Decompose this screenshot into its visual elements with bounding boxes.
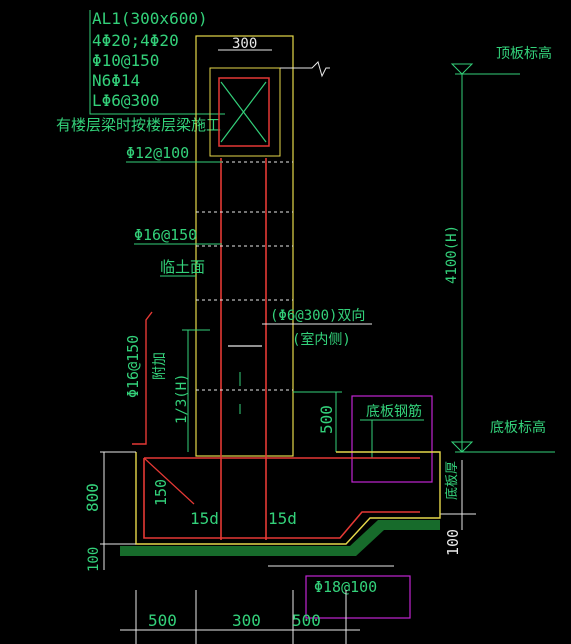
beam-label-line1: AL1(300x600) xyxy=(92,9,208,28)
footing: 150 15d 15d 800 100 xyxy=(83,451,441,572)
bottom-dimensions: 500 300 500 xyxy=(120,590,360,644)
bottom-bar-label: Φ18@100 xyxy=(268,565,411,619)
beam-cross-b xyxy=(220,81,267,143)
footing-bottom-bar xyxy=(143,458,420,539)
tie-label: (Φ6@300)双向 (室内侧) xyxy=(262,308,372,348)
side-bar-text: Φ16@150 xyxy=(124,335,142,398)
bottom-dim-2: 300 xyxy=(232,611,261,630)
beam-label-leader xyxy=(89,10,225,115)
right-labels: 500 底板钢筋 底板厚 100 xyxy=(293,391,476,556)
lean-concrete xyxy=(120,520,440,556)
footing-diag-bar xyxy=(143,457,195,505)
beam-label-line2: 4Φ20;4Φ20 xyxy=(92,31,179,50)
beam-label-block: AL1(300x600) 4Φ20;4Φ20 Φ10@150 N6Φ14 LΦ6… xyxy=(56,9,225,134)
top-elev-marker xyxy=(450,63,474,75)
dim-500-right-text: 500 xyxy=(317,405,336,434)
beam-note: 有楼层梁时按楼层梁施工 xyxy=(56,116,221,134)
tie-note-text: (室内侧) xyxy=(292,331,351,348)
slab-bar-text: 底板钢筋 xyxy=(366,403,422,420)
dim-800-text: 800 xyxy=(83,483,102,512)
height-dimension: 顶板标高 4100(H) 底板标高 xyxy=(444,45,555,453)
bottom-dim-3: 500 xyxy=(292,611,321,630)
slab-bar-box xyxy=(351,395,433,483)
dim-150-text: 150 xyxy=(152,479,170,506)
height-dim-text: 4100(H) xyxy=(444,225,460,284)
top-elev-text: 顶板标高 xyxy=(496,45,552,62)
dim-100-left-text: 100 xyxy=(86,547,102,572)
anchor-left-text: 15d xyxy=(190,509,219,528)
bottom-dim-1: 500 xyxy=(148,611,177,630)
slab-elev-marker xyxy=(450,441,474,453)
slab-elev-text: 底板标高 xyxy=(490,419,546,436)
anchor-right-text: 15d xyxy=(268,509,297,528)
beam-stirrup xyxy=(218,77,270,147)
top-dim-text: 300 xyxy=(232,36,257,52)
tie-bar-text: (Φ6@300)双向 xyxy=(270,308,365,324)
side-bar-red xyxy=(132,311,153,445)
vert-bar-text: Φ16@150 xyxy=(134,226,197,244)
side-bar-note: 附加 xyxy=(152,352,168,380)
bottom-bar-text: Φ18@100 xyxy=(314,578,377,596)
break-symbol xyxy=(280,61,330,78)
soil-face-text: 临土面 xyxy=(160,258,205,276)
left-labels: Φ12@100 Φ16@150 临土面 Φ16@150 附加 1/3(H) xyxy=(124,144,222,452)
slab-thk-text: 底板厚 xyxy=(444,461,460,500)
footing-outline xyxy=(135,451,441,545)
beam-outline xyxy=(209,67,281,157)
stirrup-top-text: Φ12@100 xyxy=(126,144,189,162)
bottom-bar-box xyxy=(305,575,411,619)
dim-100-right-text: 100 xyxy=(444,529,462,556)
wall-rebar xyxy=(196,158,293,540)
beam-label-line4: N6Φ14 xyxy=(92,71,140,90)
beam-label-line3: Φ10@150 xyxy=(92,51,159,70)
third-h-text: 1/3(H) xyxy=(174,373,190,424)
beam-label-line5: LΦ6@300 xyxy=(92,91,159,110)
